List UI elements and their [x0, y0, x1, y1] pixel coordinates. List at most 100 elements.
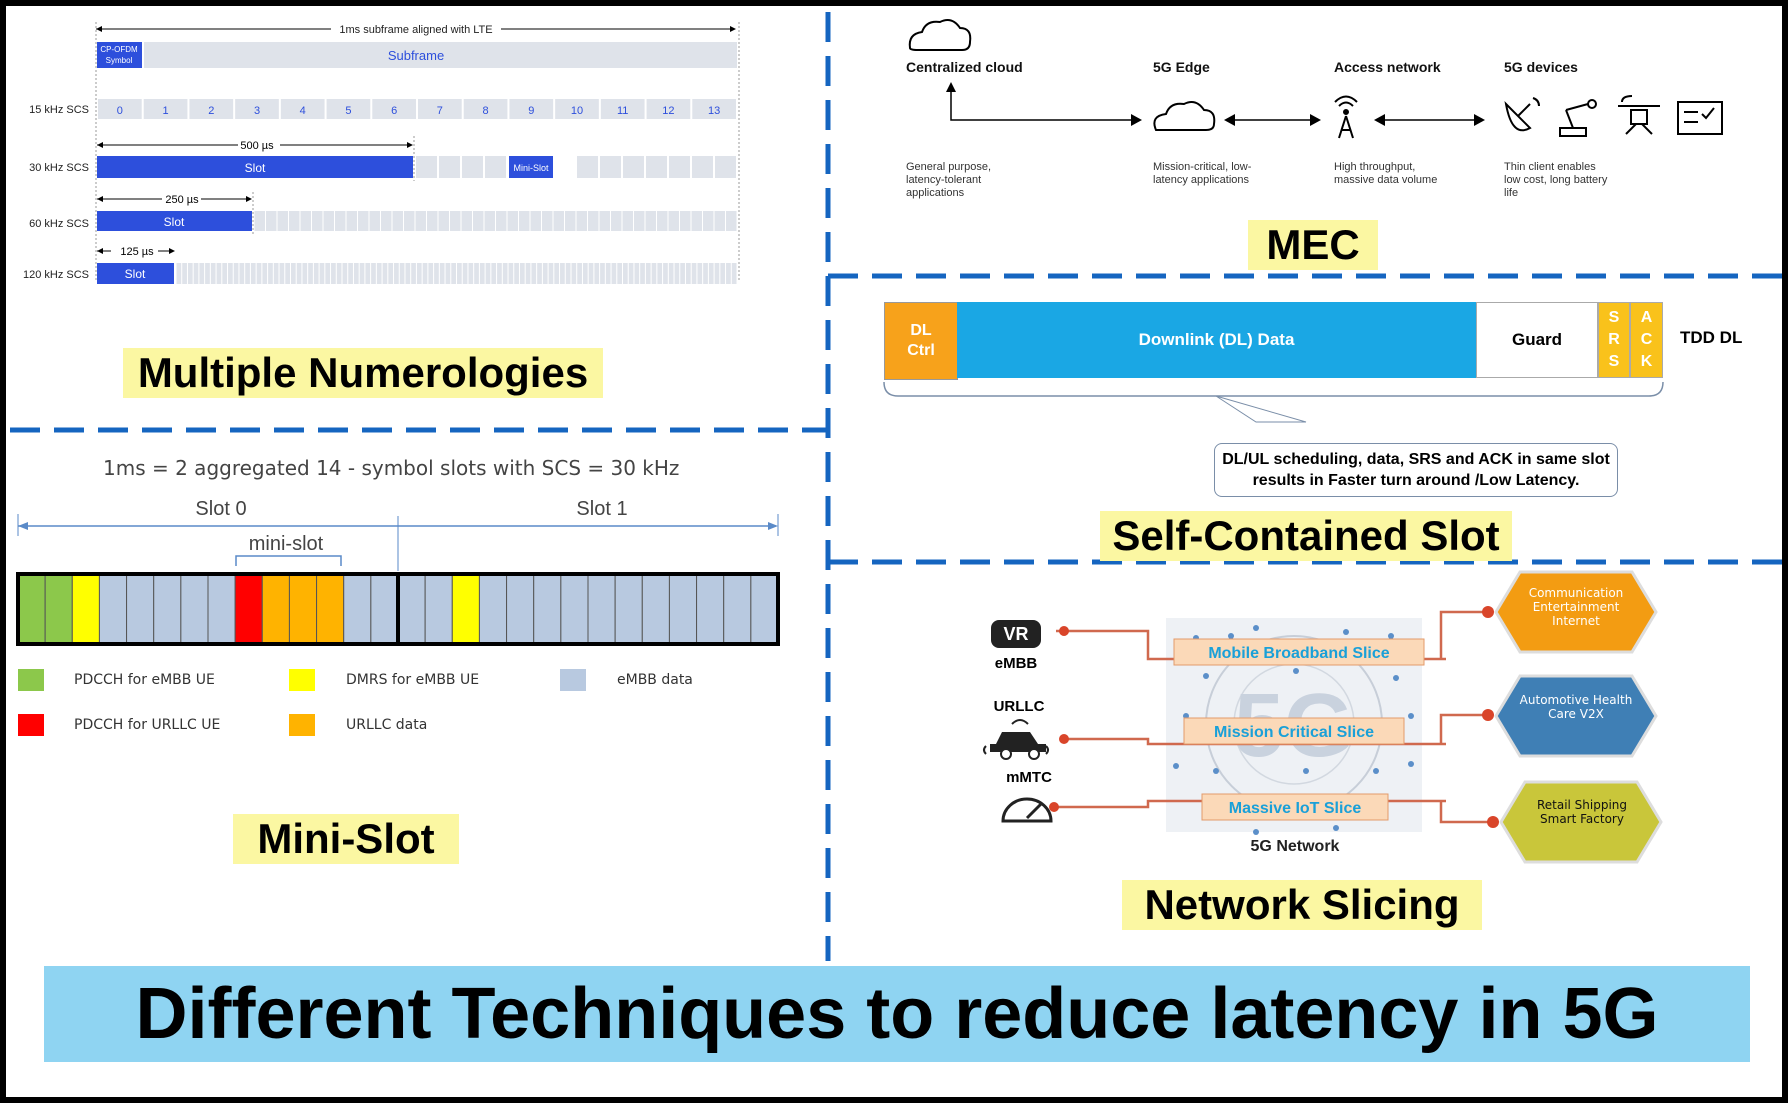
- ack-label: ACK: [1640, 309, 1653, 370]
- mec-col2-desc: Mission-critical, low-latency applicatio…: [1153, 161, 1252, 186]
- symbol-cell-4: [280, 99, 325, 119]
- symbol-cell-120khz: [376, 263, 382, 284]
- network-dot: [1388, 633, 1394, 639]
- symbol-cell-120khz: [668, 263, 674, 284]
- callout-text: DL/UL scheduling, data, SRS and ACK in s…: [1222, 451, 1610, 489]
- minislot-diagram: Slot 0 Slot 1 mini-slot: [16, 498, 780, 646]
- symbol-number-6: 6: [391, 105, 397, 117]
- symbol-cell-120khz: [205, 263, 210, 284]
- symbol-cell-120khz: [640, 263, 645, 284]
- cp-ofdm-block: [97, 42, 142, 68]
- symbol-cell-120khz: [663, 263, 668, 284]
- minislot-cell-orange: [316, 573, 345, 645]
- symbol-cell-120khz: [479, 263, 485, 284]
- minislot-cell-blue: [478, 573, 508, 645]
- symbol-row-120khz: [176, 263, 737, 284]
- slot-60khz: [97, 211, 252, 231]
- subframe-block: [144, 42, 737, 68]
- symbol-cell-120khz: [434, 263, 439, 284]
- legend-pdcch-embb: PDCCH for eMBB UE: [74, 672, 215, 688]
- symbol-cell-120khz: [228, 263, 233, 284]
- symbol-cell-120khz: [634, 263, 640, 284]
- slot-30khz-label: Slot: [245, 161, 266, 175]
- symbol-cell-120khz: [451, 263, 456, 284]
- symbol-cell-60khz: [634, 211, 645, 231]
- symbol-cell-60khz: [519, 211, 530, 231]
- symbol-cell-120khz: [428, 263, 434, 284]
- callout-connector: [883, 381, 1664, 423]
- symbol-number-13: 13: [708, 105, 720, 117]
- symbol-cell-120khz: [565, 263, 571, 284]
- numerology-diagram: 1ms subframe aligned with LTE CP-OFDM Sy…: [23, 22, 740, 284]
- row-label-15khz: 15 kHz SCS: [29, 104, 89, 116]
- mec-col3-desc: High throughput, massive data volume: [1334, 161, 1438, 186]
- network-dot: [1408, 713, 1414, 719]
- hex-entertainment: [1494, 570, 1658, 654]
- checklist-icon: [1677, 101, 1723, 135]
- symbol-row-30khz: [416, 156, 736, 178]
- symbol-cell-120khz: [605, 263, 611, 284]
- antenna-icon: [1334, 95, 1358, 139]
- network-dot: [1228, 633, 1234, 639]
- symbol-cell-13: [692, 99, 736, 119]
- symbol-cell-60khz: [657, 211, 668, 231]
- row-label-30khz: 30 kHz SCS: [29, 162, 89, 174]
- minislot-cell-blue: [587, 573, 616, 645]
- symbol-cell-120khz: [216, 263, 222, 284]
- vr-headset-icon: VR: [991, 620, 1041, 648]
- symbol-cell-30khz: [715, 156, 736, 178]
- symbol-cell-120khz: [502, 263, 508, 284]
- symbol-cell-60khz: [266, 211, 277, 231]
- symbol-cell-60khz: [530, 211, 541, 231]
- minislot-cell-blue: [126, 573, 155, 645]
- symbol-cell-120khz: [468, 263, 474, 284]
- symbol-cell-30khz: [646, 156, 667, 178]
- symbol-cell-60khz: [588, 211, 599, 231]
- slot-60khz-label: Slot: [164, 215, 185, 229]
- symbol-number-4: 4: [300, 105, 306, 117]
- mmtc-label: mMTC: [1006, 769, 1052, 786]
- minislot-cell-blue: [750, 573, 779, 645]
- symbol-cell-120khz: [233, 263, 239, 284]
- symbol-cell-60khz: [645, 211, 656, 231]
- symbol-cell-120khz: [703, 263, 708, 284]
- callout-box: DL/UL scheduling, data, SRS and ACK in s…: [1214, 443, 1618, 497]
- slice-label-mbb: Mobile Broadband Slice: [1208, 645, 1389, 662]
- symbol-cell-120khz: [199, 263, 205, 284]
- symbol-cell-30khz: [485, 156, 506, 178]
- network-dot: [1373, 768, 1379, 774]
- minislot-cell-blue: [723, 573, 752, 645]
- symbol-cell-30khz: [623, 156, 644, 178]
- mec-col2-title: 5G Edge: [1153, 59, 1210, 75]
- srs-block: SRS: [1598, 302, 1630, 378]
- dl-data-block: Downlink (DL) Data: [957, 302, 1476, 378]
- symbol-cell-0: [98, 99, 142, 119]
- symbol-number-11: 11: [617, 105, 628, 117]
- slot0-label: Slot 0: [195, 498, 246, 520]
- network-dot: [1343, 629, 1349, 635]
- symbol-cell-60khz: [622, 211, 633, 231]
- symbol-number-8: 8: [483, 105, 489, 117]
- edge-cloud-icon: [1153, 101, 1216, 131]
- symbol-cell-120khz: [714, 263, 720, 284]
- symbol-cell-60khz: [726, 211, 737, 231]
- slicing-diagram: 5G VR eMBB URLLC mMTC: [983, 570, 1663, 864]
- symbol-cell-60khz: [300, 211, 311, 231]
- minislot-cell-blue: [207, 573, 236, 645]
- symbol-cell-60khz: [473, 211, 484, 231]
- symbol-cell-120khz: [462, 263, 468, 284]
- symbol-cell-60khz: [542, 211, 553, 231]
- mec-col4-title: 5G devices: [1504, 59, 1578, 75]
- symbol-cell-60khz: [599, 211, 610, 231]
- symbol-cell-120khz: [611, 263, 617, 284]
- symbol-number-5: 5: [345, 105, 351, 117]
- minislot-cell-blue: [506, 573, 535, 645]
- symbol-cell-60khz: [461, 211, 472, 231]
- symbol-cell-120khz: [726, 263, 731, 284]
- symbol-cell-120khz: [577, 263, 582, 284]
- symbol-cell-60khz: [392, 211, 403, 231]
- dl-data-label: Downlink (DL) Data: [1138, 330, 1295, 349]
- symbol-cell-60khz: [323, 211, 334, 231]
- symbol-cell-120khz: [250, 263, 256, 284]
- symbol-cell-120khz: [445, 263, 451, 284]
